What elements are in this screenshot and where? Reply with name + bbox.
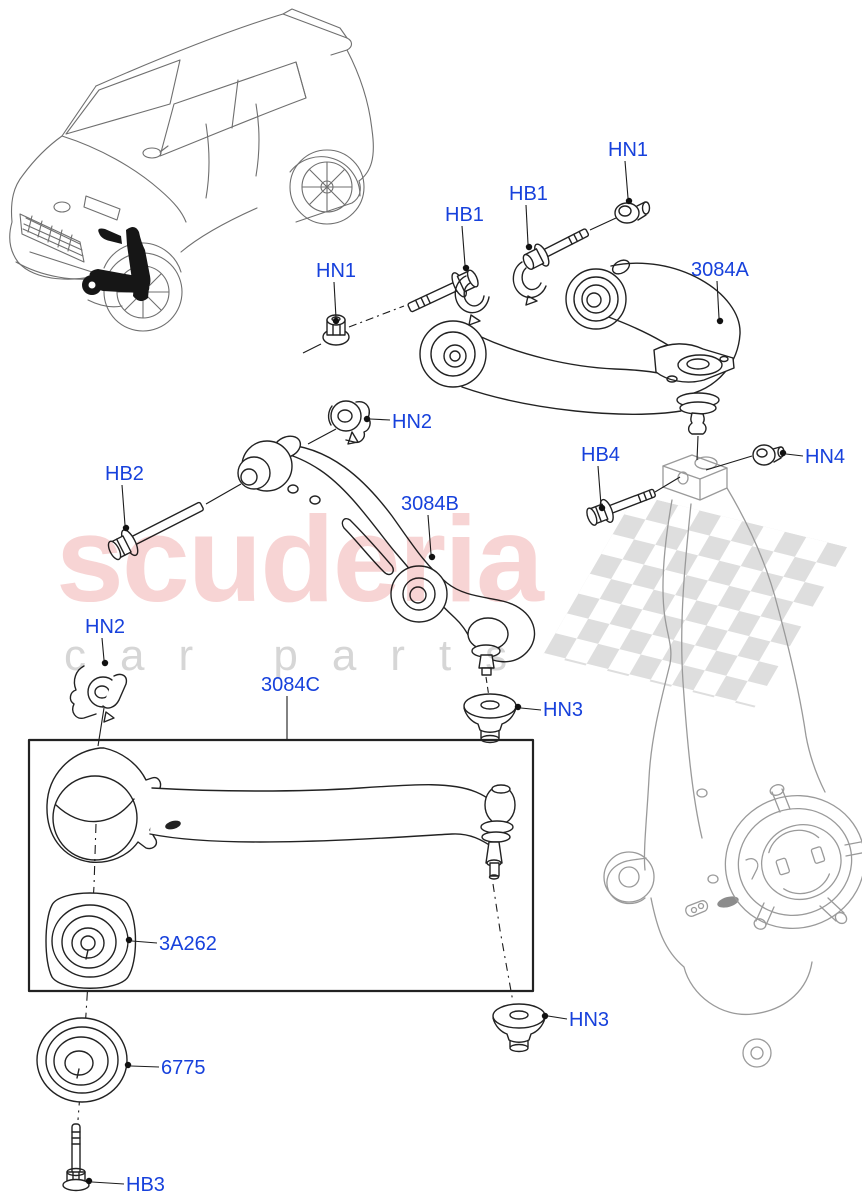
brand-watermark-subtext: car parts — [64, 631, 542, 680]
bolt-hb4 — [586, 476, 681, 526]
nut-hn2-lower — [69, 665, 128, 747]
wheel-hub — [724, 794, 862, 930]
callout-3a262[interactable]: 3A262 — [159, 933, 217, 955]
callout-hb1-a[interactable]: HB1 — [445, 204, 484, 226]
part-box — [27, 738, 535, 993]
upper-control-arm-3084a — [419, 259, 741, 461]
bushing-3a262 — [45, 892, 137, 989]
callout-hn3-upper[interactable]: HN3 — [543, 699, 584, 721]
vehicle-thumbnail — [9, 8, 374, 332]
highlighted-suspension-silhouette — [126, 226, 151, 290]
washer-6775 — [36, 1017, 128, 1103]
retainer-clip — [512, 261, 547, 299]
bolt-hb1-left — [407, 269, 490, 326]
callout-hb1-b[interactable]: HB1 — [509, 183, 548, 205]
bolt-hb3 — [62, 1123, 90, 1192]
retainer-clip — [454, 275, 490, 314]
bushing-rear — [565, 268, 627, 330]
callout-leaders — [85, 160, 804, 1185]
nut-hn4 — [705, 444, 785, 471]
callout-hn4[interactable]: HN4 — [805, 446, 846, 468]
nut-hn1-right — [614, 201, 651, 224]
callout-6775[interactable]: 6775 — [161, 1057, 206, 1079]
callout-3084a[interactable]: 3084A — [691, 259, 749, 281]
steering-knuckle — [603, 454, 862, 1068]
nut-hn2-upper — [307, 400, 371, 445]
callout-hb2[interactable]: HB2 — [105, 463, 144, 485]
lower-control-arm-3084b — [237, 435, 536, 698]
nut-hn1-left — [302, 305, 405, 354]
washer-hn3-lower — [492, 1003, 546, 1053]
brand-watermark: scuderia — [56, 491, 544, 627]
callout-hn3-lower[interactable]: HN3 — [569, 1009, 610, 1031]
callout-hb3[interactable]: HB3 — [126, 1174, 165, 1196]
callout-3084b[interactable]: 3084B — [401, 493, 459, 515]
washer-hn3-upper — [463, 693, 517, 744]
wheel-studs — [753, 784, 862, 930]
bolt-hb2 — [107, 483, 242, 561]
callout-hn1-right[interactable]: HN1 — [608, 139, 649, 161]
callout-hn1-left[interactable]: HN1 — [316, 260, 357, 282]
callout-3084c[interactable]: 3084C — [261, 674, 320, 696]
boxed-assembly-3084c — [27, 738, 535, 1121]
bolt-hb1-right — [512, 217, 617, 306]
callout-hb4[interactable]: HB4 — [581, 444, 620, 466]
callout-hn2-upper[interactable]: HN2 — [392, 411, 433, 433]
callout-hn2-lower[interactable]: HN2 — [85, 616, 126, 638]
